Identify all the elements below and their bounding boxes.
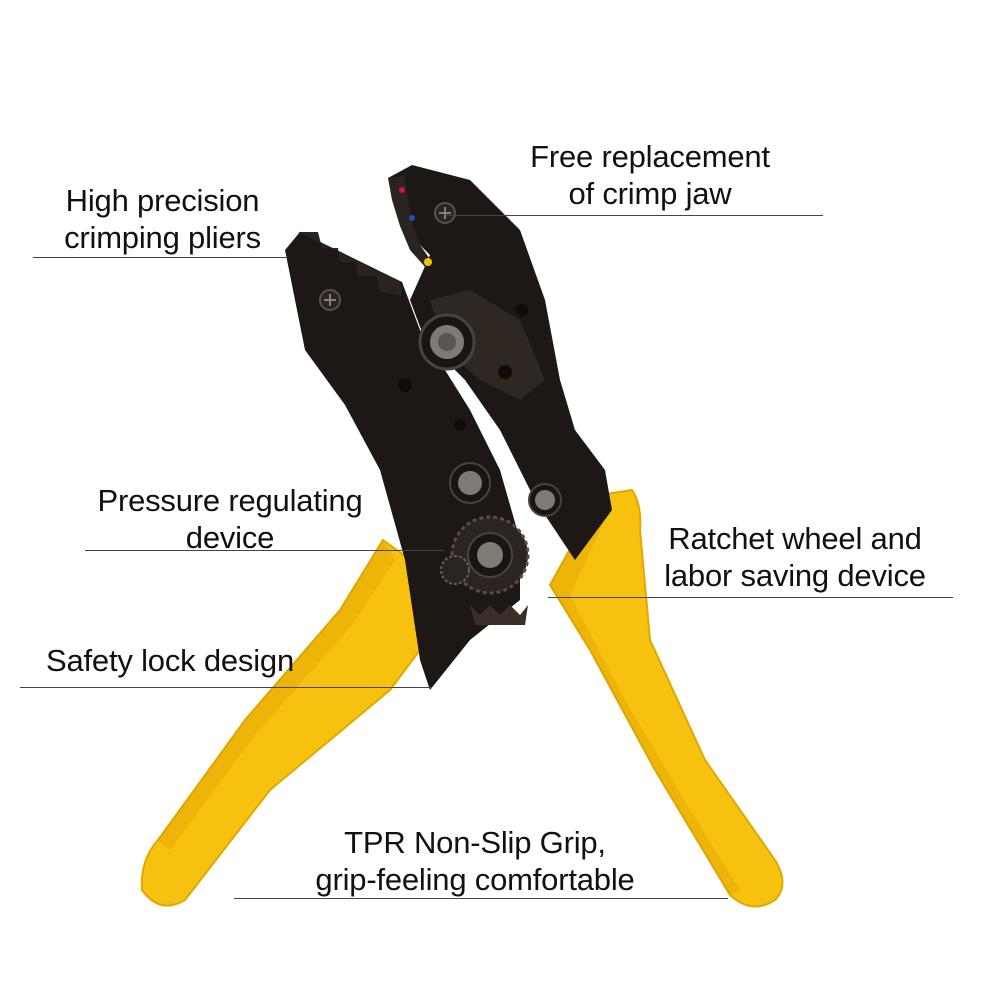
leader-line [20, 687, 432, 688]
callout-safety-lock: Safety lock design [30, 642, 310, 679]
screw-icon [434, 202, 456, 224]
leader-line [85, 550, 445, 551]
lower-crimp-die [298, 232, 402, 296]
upper-crimp-die [388, 176, 432, 268]
rivet [398, 378, 412, 392]
callout-text-line: TPR Non-Slip Grip, [344, 825, 606, 860]
callout-text-line: Ratchet wheel and [668, 521, 922, 556]
callout-text-line: Free replacement [530, 139, 770, 174]
callout-text-line: High precision [65, 183, 260, 218]
pressure-regulator-icon [440, 555, 470, 585]
callout-text-line: crimping pliers [64, 220, 261, 255]
ratchet-teeth [470, 605, 528, 625]
yellow-die-mark [424, 258, 432, 266]
callout-text-line: Safety lock design [46, 643, 294, 678]
screw-icon [319, 289, 341, 311]
left-handle-shadow [158, 540, 395, 850]
pivot-bolt-icon [528, 483, 562, 517]
blue-die-mark [409, 215, 415, 221]
callout-pressure-regulating: Pressure regulating device [80, 482, 380, 556]
callout-text-line: labor saving device [664, 558, 926, 593]
rivet [498, 365, 512, 379]
callout-text-line: of crimp jaw [568, 176, 732, 211]
leader-line [33, 257, 288, 258]
callout-ratchet-wheel: Ratchet wheel and labor saving device [650, 520, 940, 594]
ratchet-wheel-icon [450, 515, 530, 595]
rivet [454, 419, 466, 431]
callout-text-line: device [185, 520, 275, 555]
left-handle-grip [140, 538, 424, 907]
rivet [516, 304, 528, 316]
callout-text-line: grip-feeling comfortable [315, 862, 635, 897]
leader-line [445, 215, 823, 216]
callout-text-line: Pressure regulating [97, 483, 363, 518]
callout-high-precision: High precision crimping pliers [40, 182, 285, 256]
pivot-bolt-icon [418, 313, 476, 371]
pivot-bolt-icon [449, 462, 491, 504]
right-handle-grip [548, 488, 784, 908]
leader-line [234, 898, 728, 899]
leader-line [548, 597, 953, 598]
callout-free-replacement: Free replacement of crimp jaw [510, 138, 790, 212]
red-die-mark [399, 187, 405, 193]
callout-tpr-grip: TPR Non-Slip Grip, grip-feeling comforta… [300, 824, 650, 898]
